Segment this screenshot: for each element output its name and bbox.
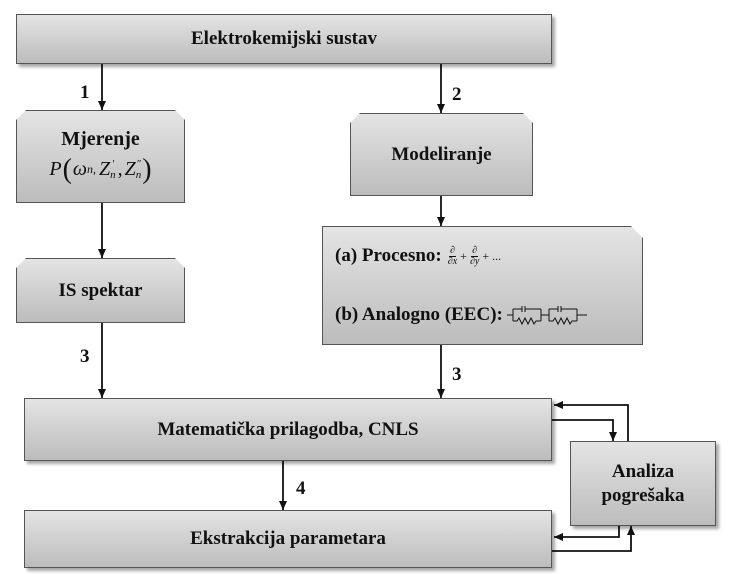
process-model-row: (a) Procesno: ∂ ∂x + ∂ ∂y + ... <box>335 244 503 268</box>
models-box: (a) Procesno: ∂ ∂x + ∂ ∂y + ... (b) Anal… <box>322 226 643 345</box>
formula-z2-sub: n <box>135 169 142 181</box>
analog-model-label: (b) Analogno (EEC): <box>335 303 503 325</box>
arrow-error-analysis-to-extraction <box>554 526 620 541</box>
formula-z2-prime: ″ <box>136 158 141 170</box>
formula-comma: , <box>117 157 123 180</box>
formula-z1: Z <box>99 157 111 180</box>
error-analysis-line2: pogrešaka <box>601 484 685 506</box>
partial-y: ∂ ∂y <box>469 244 480 267</box>
step-label-4: 4 <box>296 478 306 499</box>
is-spectrum-label: IS spektar <box>58 279 143 301</box>
error-analysis-box: Analiza pogrešaka <box>570 441 716 526</box>
error-analysis-line1: Analiza <box>611 460 675 482</box>
measurement-formula: P ( ω n, Z ′ n , Z ″ n ) <box>49 152 151 187</box>
arrow-extraction-to-error-analysis <box>552 526 635 552</box>
step-label-3-right: 3 <box>452 364 462 385</box>
step-label-1: 1 <box>80 82 90 103</box>
step-label-2: 2 <box>452 84 462 105</box>
arrow-error-analysis-to-fitting <box>554 401 629 441</box>
fitting-label: Matematička prilagodba, CNLS <box>157 418 419 440</box>
formula-close-paren: ) <box>142 153 152 185</box>
fitting-box: Matematička prilagodba, CNLS <box>24 398 552 461</box>
formula-z2: Z <box>124 157 136 180</box>
formula-omega-sub: n, <box>87 161 97 176</box>
step-label-3-left: 3 <box>80 346 90 367</box>
is-spectrum-box: IS spektar <box>16 258 185 323</box>
system-box: Elektrokemijski sustav <box>16 14 552 64</box>
plus-sign: + <box>460 248 467 263</box>
extraction-box: Ekstrakcija parametara <box>24 510 552 568</box>
modeling-label: Modeliranje <box>391 143 492 165</box>
formula-omega: ω <box>72 157 88 180</box>
measurement-title: Mjerenje <box>61 127 140 150</box>
measurement-box: Mjerenje P ( ω n, Z ′ n , Z ″ n ) <box>16 110 185 203</box>
eec-circuit-icon <box>506 305 587 325</box>
partial-x: ∂ ∂x <box>447 244 458 267</box>
analog-model-row: (b) Analogno (EEC): <box>335 303 589 327</box>
process-model-label: (a) Procesno: <box>335 245 442 267</box>
formula-p: P <box>49 157 62 180</box>
formula-z1-sub: n <box>110 169 116 181</box>
formula-z1-prime: ′ <box>111 158 115 170</box>
formula-open-paren: ( <box>62 153 72 185</box>
modeling-box: Modeliranje <box>350 113 533 196</box>
extraction-label: Ekstrakcija parametara <box>190 528 386 549</box>
system-label: Elektrokemijski sustav <box>191 28 377 49</box>
ellipsis-term: + ... <box>482 248 502 263</box>
arrow-fitting-to-error-analysis <box>552 419 617 441</box>
